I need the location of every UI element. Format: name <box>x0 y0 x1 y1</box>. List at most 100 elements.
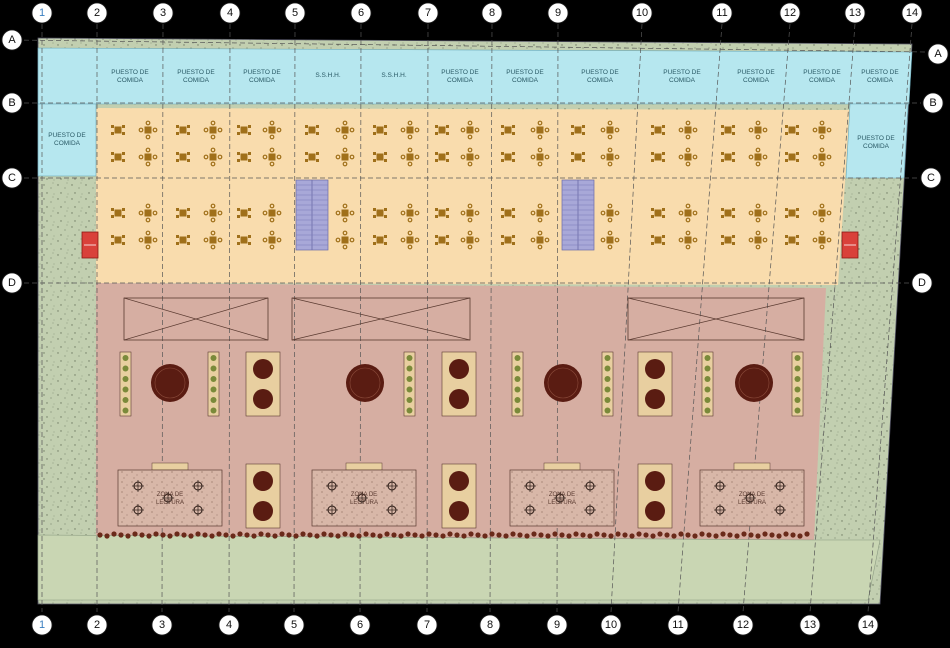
dining-table-set <box>203 230 223 250</box>
dining-table-set <box>678 120 698 140</box>
dining-table-set <box>748 203 768 223</box>
shrub <box>300 531 306 537</box>
dining-table-set <box>176 152 190 162</box>
planter <box>701 351 714 417</box>
grid-column-bubble-top: 7 <box>417 2 439 24</box>
grid-column-line <box>293 23 296 613</box>
dining-table-set <box>748 147 768 167</box>
dining-table-set <box>600 203 620 223</box>
shrub <box>489 531 495 537</box>
shrub <box>545 533 551 539</box>
grid-column-bubble-top: 5 <box>284 2 306 24</box>
dining-table-set <box>138 147 158 167</box>
shrub <box>356 533 362 539</box>
dining-table-set <box>721 208 735 218</box>
dining-table-set <box>530 120 550 140</box>
dining-table-set <box>460 203 480 223</box>
grid-column-bubble-top: 11 <box>711 2 733 24</box>
study-table <box>637 351 673 417</box>
dining-table-set <box>460 120 480 140</box>
grid-column-bubble-top: 3 <box>152 2 174 24</box>
grid-column-bubble-bottom: 8 <box>479 614 501 636</box>
dining-table-set <box>571 125 585 135</box>
shrub <box>503 533 509 539</box>
shrub <box>419 533 425 539</box>
dining-table-set <box>305 125 319 135</box>
shrub <box>755 533 761 539</box>
shrub <box>762 531 768 537</box>
planter <box>601 351 614 417</box>
shrub <box>216 531 222 537</box>
dining-table-set <box>111 152 125 162</box>
dining-table-set <box>237 152 251 162</box>
dining-table-set <box>530 203 550 223</box>
shrub <box>314 533 320 539</box>
svg-text:6: 6 <box>357 619 363 631</box>
shrub <box>104 533 110 539</box>
dining-table-set <box>373 208 387 218</box>
dining-table-set <box>373 125 387 135</box>
dining-table-set <box>138 120 158 140</box>
shrub <box>454 532 460 538</box>
stall-left-box <box>37 103 97 177</box>
svg-text:14: 14 <box>906 7 918 19</box>
study-table <box>637 463 673 529</box>
shrub <box>272 533 278 539</box>
shrub <box>181 532 187 538</box>
svg-text:C: C <box>927 172 935 184</box>
shrub <box>587 533 593 539</box>
dining-table-set <box>176 235 190 245</box>
shrub <box>615 531 621 537</box>
dining-table-set <box>400 120 420 140</box>
shrub <box>391 532 397 538</box>
grid-column-line <box>610 23 643 613</box>
stairs <box>561 179 595 251</box>
dining-table-set <box>203 203 223 223</box>
dining-table-set <box>138 230 158 250</box>
shrub <box>440 533 446 539</box>
grid-column-bubble-bottom: 7 <box>416 614 438 636</box>
svg-text:12: 12 <box>737 619 749 631</box>
shrub <box>783 531 789 537</box>
grid-column-bubble-bottom: 13 <box>799 614 821 636</box>
shrub <box>307 532 313 538</box>
shrub <box>447 531 453 537</box>
grid-column-bubble-bottom: 10 <box>600 614 622 636</box>
round-table <box>151 364 189 402</box>
shrub <box>426 531 432 537</box>
grid-column-bubble-bottom: 9 <box>546 614 568 636</box>
shrub <box>377 533 383 539</box>
dining-table-set <box>138 203 158 223</box>
grid-row-bubble-right: C <box>920 167 942 189</box>
grid-column-bubble-top: 12 <box>779 2 801 24</box>
stall-strip-top <box>37 47 913 105</box>
shrub <box>118 532 124 538</box>
grid-column-bubble-bottom: 11 <box>667 614 689 636</box>
shrub <box>804 531 810 537</box>
grid-column-line <box>489 23 493 613</box>
dining-table-set <box>335 230 355 250</box>
planter <box>511 351 524 417</box>
grid-column-bubble-bottom: 4 <box>218 614 240 636</box>
dining-table-set <box>785 235 799 245</box>
svg-text:2: 2 <box>94 7 100 19</box>
shrub <box>629 533 635 539</box>
grid-column-line <box>426 23 429 613</box>
shrub <box>195 531 201 537</box>
dining-table-set <box>460 147 480 167</box>
front-lawn <box>37 534 881 601</box>
shrub <box>153 531 159 537</box>
grid-column-line <box>228 23 231 613</box>
dining-table-set <box>721 152 735 162</box>
shrub <box>573 531 579 537</box>
shrub <box>321 531 327 537</box>
shrub <box>664 532 670 538</box>
shrub <box>552 531 558 537</box>
grid-column-bubble-top: 10 <box>631 2 653 24</box>
